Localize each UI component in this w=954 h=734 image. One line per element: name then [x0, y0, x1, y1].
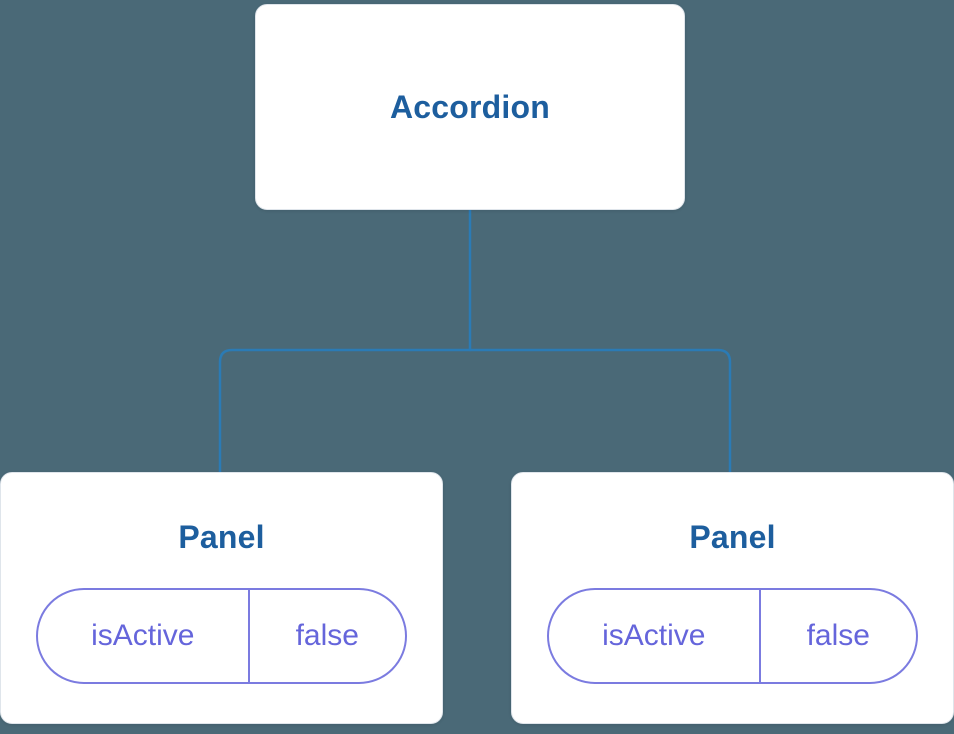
state-key-right: isActive [549, 590, 761, 682]
accordion-label: Accordion [389, 88, 551, 125]
accordion-node: Accordion [255, 4, 685, 210]
panel-node-right: Panel isActive false [511, 472, 954, 724]
panel-label-left: Panel [178, 519, 265, 555]
connector-branch [218, 348, 732, 474]
state-value-right: false [806, 619, 870, 652]
state-value-left: false [295, 619, 359, 652]
state-pill-right: isActive false [547, 588, 918, 684]
panel-node-left: Panel isActive false [0, 472, 443, 724]
state-key-left: isActive [38, 590, 250, 682]
panel-label-right: Panel [689, 519, 776, 555]
state-pill-left: isActive false [36, 588, 407, 684]
